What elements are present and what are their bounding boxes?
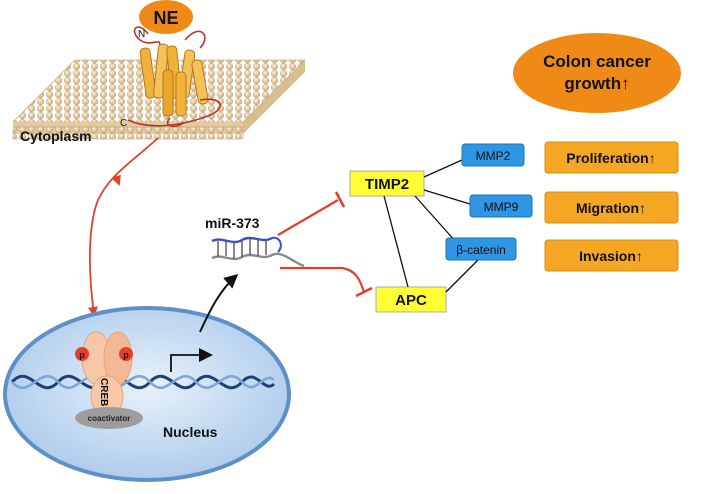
inhibition-bar-apc xyxy=(355,286,373,298)
ne-label: NE xyxy=(153,8,178,28)
link-apc-beta-catenin xyxy=(445,259,479,293)
migration-label: Migration↑ xyxy=(576,200,646,216)
arrow-to-mirna xyxy=(199,274,239,333)
cytoplasm-label: Cytoplasm xyxy=(20,128,92,144)
coactivator-label: coactivator xyxy=(88,414,131,423)
beta-catenin-box xyxy=(445,237,517,261)
migration-box xyxy=(544,191,679,224)
apc-box xyxy=(375,286,447,313)
coactivator xyxy=(75,407,143,429)
signal-arrowhead-mid xyxy=(111,174,121,186)
proliferation-box xyxy=(544,141,679,174)
phospho-site-right xyxy=(119,347,133,361)
transcription-start-arrow xyxy=(170,348,213,372)
inhibition-line-timp2 xyxy=(277,199,339,236)
creb-label: CREB xyxy=(98,378,109,406)
mmp9-box xyxy=(469,194,533,218)
mmp9-label: MMP9 xyxy=(484,200,519,214)
apc-label: APC xyxy=(395,292,427,309)
phospho-site-left xyxy=(75,347,89,361)
phenotype-line2: growth↑ xyxy=(564,74,629,93)
signal-arrow-to-nucleus xyxy=(87,137,159,317)
proliferation-label: Proliferation↑ xyxy=(566,150,655,166)
link-timp2-apc xyxy=(383,195,409,288)
nucleus-label: Nucleus xyxy=(163,424,218,440)
creb-dimer xyxy=(81,331,133,417)
invasion-label: Invasion↑ xyxy=(579,248,643,264)
link-timp2-beta-catenin xyxy=(414,195,457,243)
timp2-label: TIMP2 xyxy=(365,176,409,193)
ne-ligand xyxy=(139,0,193,34)
timp2-box xyxy=(349,170,425,197)
phenotype-line1: Colon cancer xyxy=(543,52,651,71)
receptor-n-terminus-label: N xyxy=(138,29,145,40)
link-timp2-mmp9 xyxy=(423,189,471,205)
mmp2-label: MMP2 xyxy=(476,149,511,163)
receptor-c-terminus-label: C xyxy=(120,118,127,129)
nucleus xyxy=(3,306,291,482)
mmp2-box xyxy=(461,143,525,167)
colon-cancer-growth-oval xyxy=(513,33,681,113)
invasion-box xyxy=(544,239,679,272)
inhibition-bar-timp2 xyxy=(334,191,346,208)
mirna-hairpin xyxy=(211,236,305,268)
dna-helix xyxy=(10,374,276,390)
inhibition-line-apc xyxy=(280,266,366,293)
mirna-label: miR-373 xyxy=(205,215,260,231)
beta-catenin-label: β-catenin xyxy=(456,243,506,257)
adrenergic-receptor xyxy=(127,26,221,128)
phospho-label-right: p xyxy=(123,350,129,360)
link-timp2-mmp2 xyxy=(423,159,463,178)
phospho-label-left: p xyxy=(79,350,85,360)
